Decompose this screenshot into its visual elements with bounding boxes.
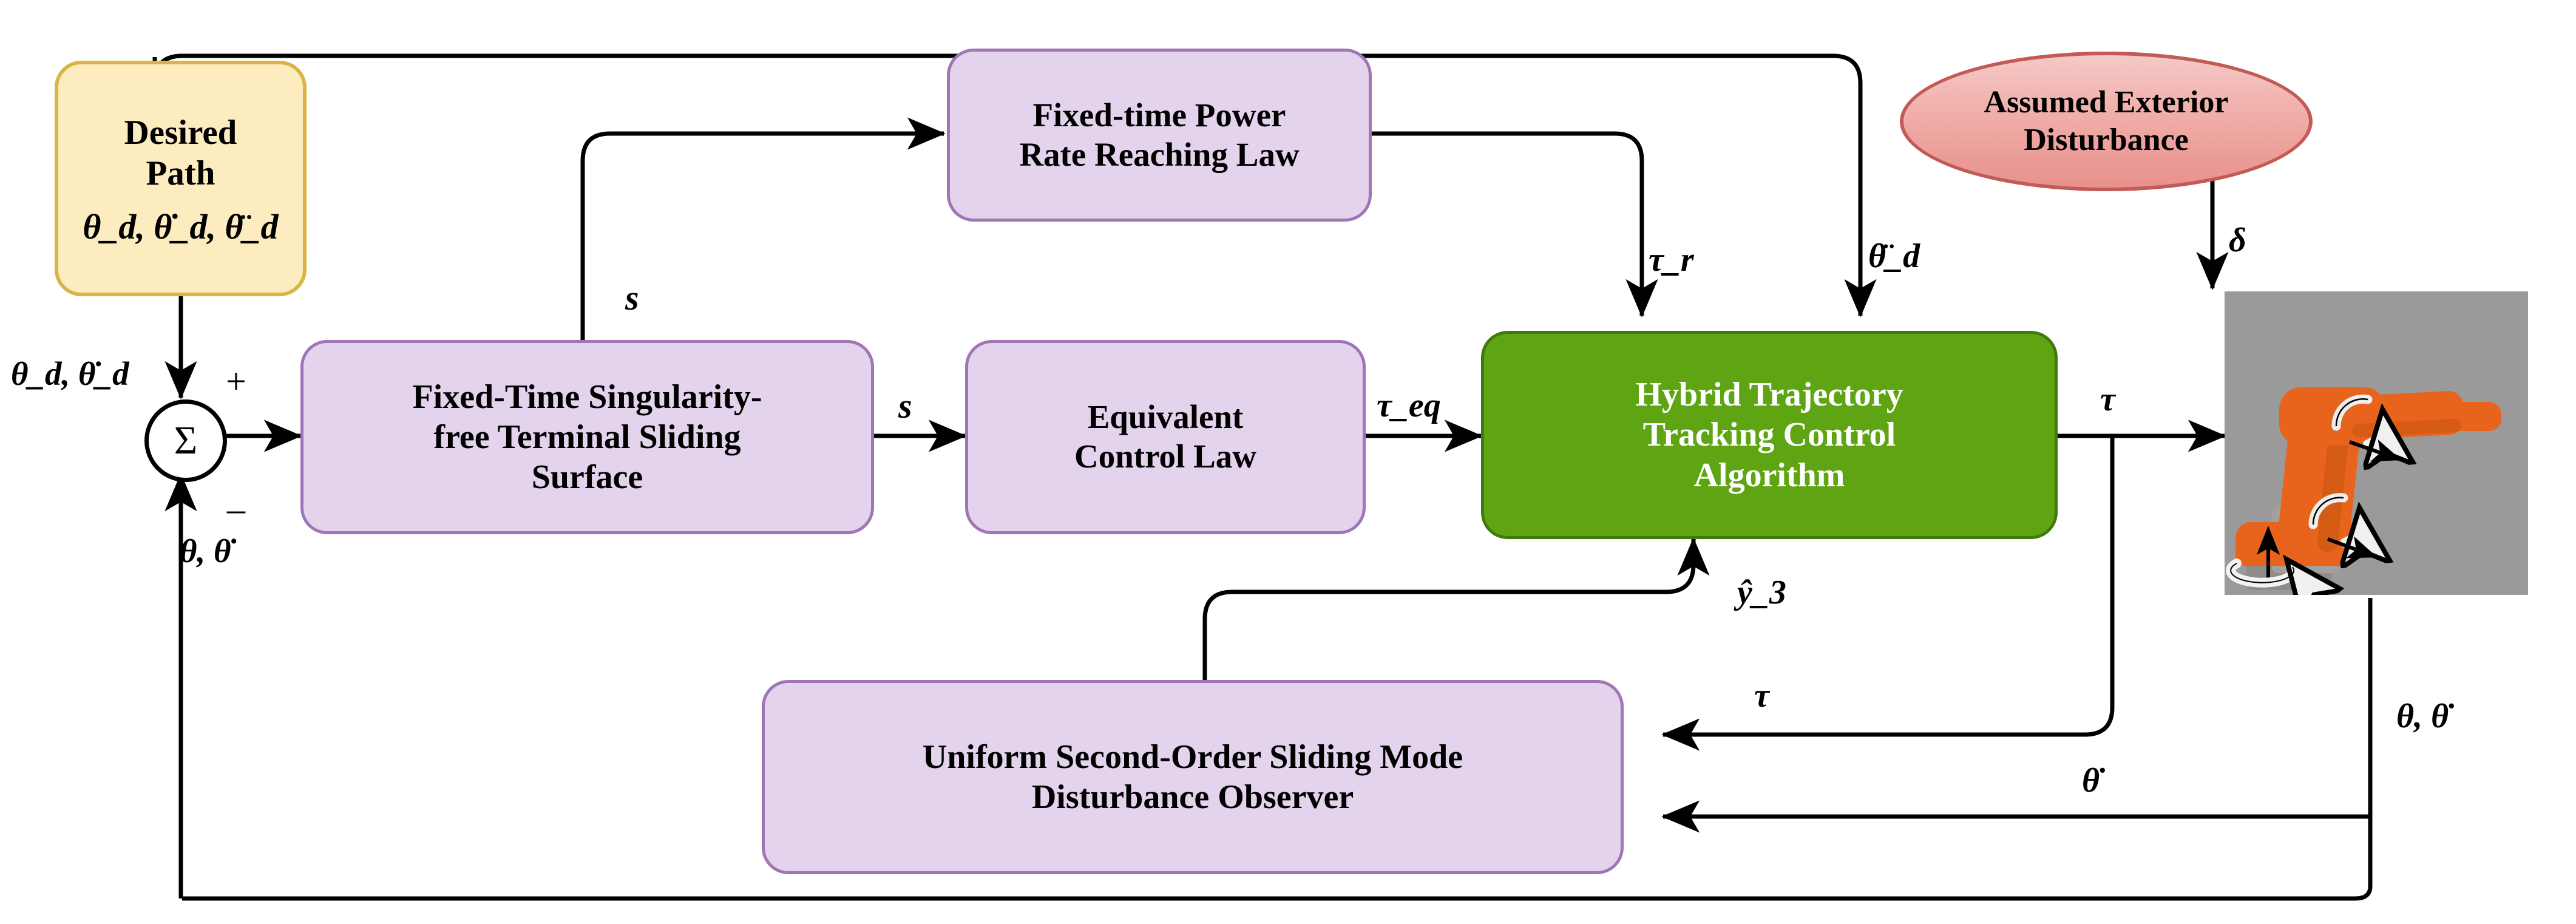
summing-plus-sign: + — [226, 361, 246, 401]
block-sliding-surface[interactable]: Fixed-Time Singularity- free Terminal Sl… — [300, 340, 874, 534]
block-disturbance-observer[interactable]: Uniform Second-Order Sliding Mode Distur… — [762, 680, 1624, 874]
block-exterior-disturbance-label: Assumed Exterior Disturbance — [1984, 84, 2229, 157]
signal-y-hat-3-label: ŷ_3 — [1737, 574, 1786, 611]
signal-s-top-label: s — [625, 278, 639, 318]
block-reaching-law[interactable]: Fixed-time Power Rate Reaching Law — [947, 49, 1372, 222]
signal-s-mid-label: s — [898, 386, 912, 426]
sigma-symbol: Σ — [174, 418, 198, 463]
block-desired-path-formula: θ_d, θ̇_d, θ̈_d — [83, 207, 279, 247]
block-reaching-law-label: Fixed-time Power Rate Reaching Law — [1019, 96, 1300, 173]
signal-tau-obs-label: τ — [1754, 677, 1769, 715]
signal-theta-theta-dot-right-label: θ, θ̇ — [2396, 698, 2449, 735]
block-equivalent-control-label: Equivalent Control Law — [1074, 398, 1256, 475]
signal-tau-eq-label: τ_eq — [1377, 387, 1441, 424]
block-disturbance-observer-label: Uniform Second-Order Sliding Mode Distur… — [922, 738, 1463, 816]
block-robot-plant[interactable] — [2225, 291, 2528, 595]
summing-minus-sign: – — [227, 489, 245, 529]
robot-joint-indicators — [2226, 394, 2528, 595]
block-desired-path[interactable]: Desired Path θ_d, θ̇_d, θ̈_d — [55, 61, 307, 296]
signal-tau-out-label: τ — [2100, 381, 2115, 418]
block-desired-path-label: Desired Path — [124, 113, 237, 192]
signal-theta-dot-label: θ̇ — [2082, 762, 2100, 800]
block-hybrid-controller[interactable]: Hybrid Trajectory Tracking Control Algor… — [1481, 331, 2058, 539]
signal-desired-ref-label: θ_d, θ̇_d — [11, 355, 129, 392]
signal-tau-r-label: τ_r — [1649, 241, 1694, 279]
block-equivalent-control[interactable]: Equivalent Control Law — [965, 340, 1366, 534]
block-sliding-surface-label: Fixed-Time Singularity- free Terminal Sl… — [412, 378, 762, 497]
signal-feedback-state-label: θ, θ̇ — [180, 532, 231, 569]
signal-theta-d-ddot-label: θ̈_d — [1868, 237, 1920, 275]
signal-delta-label: δ — [2229, 222, 2246, 259]
block-hybrid-controller-label: Hybrid Trajectory Tracking Control Algor… — [1635, 376, 1903, 494]
block-exterior-disturbance[interactable]: Assumed Exterior Disturbance — [1900, 52, 2313, 191]
summing-junction[interactable]: Σ — [144, 399, 227, 482]
